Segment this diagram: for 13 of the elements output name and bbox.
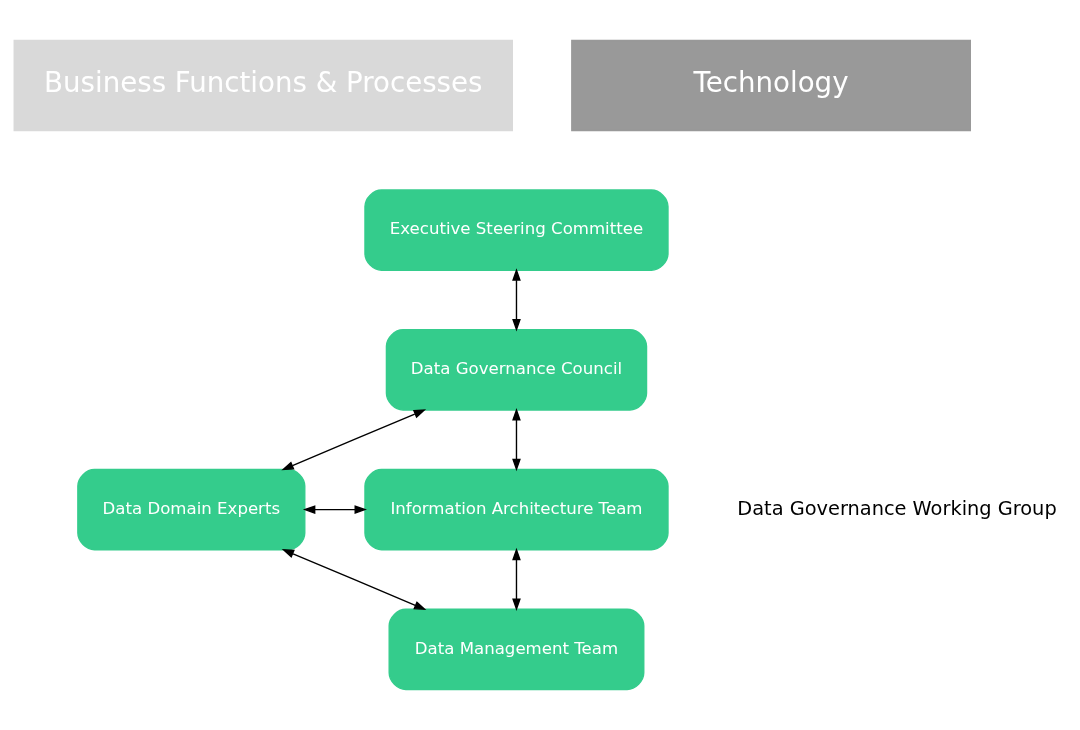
arrow (512, 408, 521, 472)
node-box: Technology (571, 39, 971, 132)
arrow (512, 547, 521, 612)
node-box: Executive Steering Committee (364, 189, 669, 271)
arrow (512, 268, 521, 332)
node-box: Data Domain Experts (77, 468, 306, 551)
node-box: Data Governance Council (385, 329, 648, 411)
arrow (281, 409, 427, 471)
arrow (281, 549, 427, 610)
label: Data Governance Working Group (737, 496, 1057, 520)
arrow (302, 505, 367, 514)
node-box: Data Management Team (388, 608, 645, 691)
node-box: Information Architecture Team (364, 468, 669, 551)
